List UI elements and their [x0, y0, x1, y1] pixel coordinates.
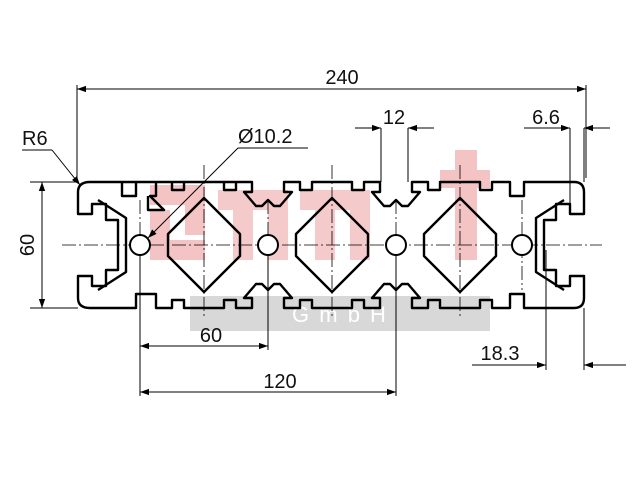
dimension-pitch: 60 [139, 255, 269, 396]
dimension-corner-radius: R6 [22, 128, 81, 186]
dimension-slot-width: 12 [355, 107, 434, 182]
core-hole-4 [511, 234, 533, 256]
dimension-slot-offset: 6.6 [524, 107, 610, 214]
core-hole-3 [385, 234, 407, 256]
dimension-height: 60 [17, 181, 78, 309]
edge-offset-label: 18.3 [481, 343, 520, 365]
right-inner-slot [534, 198, 565, 292]
dimension-double-pitch: 120 [140, 255, 397, 396]
diamond-cavity-2 [294, 196, 370, 294]
diamond-cavity-1 [166, 196, 242, 294]
watermark-logo [150, 150, 490, 260]
left-inner-slot [97, 198, 128, 292]
double-pitch-label: 120 [263, 371, 296, 393]
diamond-cavity-3 [422, 196, 498, 294]
dimension-hole-diameter: Ø10.2 [147, 126, 308, 239]
profile-outer-contour [76, 180, 586, 310]
corner-radius-label: R6 [22, 128, 48, 150]
height-label: 60 [17, 234, 39, 256]
slot-offset-label: 6.6 [532, 107, 560, 129]
core-hole-2 [257, 234, 279, 256]
slot-width-label: 12 [383, 107, 405, 129]
watermark-band-text: G m b H [292, 302, 388, 327]
profile-outline [76, 180, 586, 310]
overall-width-label: 240 [325, 67, 358, 89]
core-hole-1 [129, 234, 151, 256]
pitch-label: 60 [200, 325, 222, 347]
hole-diameter-label: Ø10.2 [238, 126, 292, 148]
dimension-overall-width: 240 [76, 67, 587, 178]
dimension-edge-offset: 18.3 [472, 250, 626, 370]
